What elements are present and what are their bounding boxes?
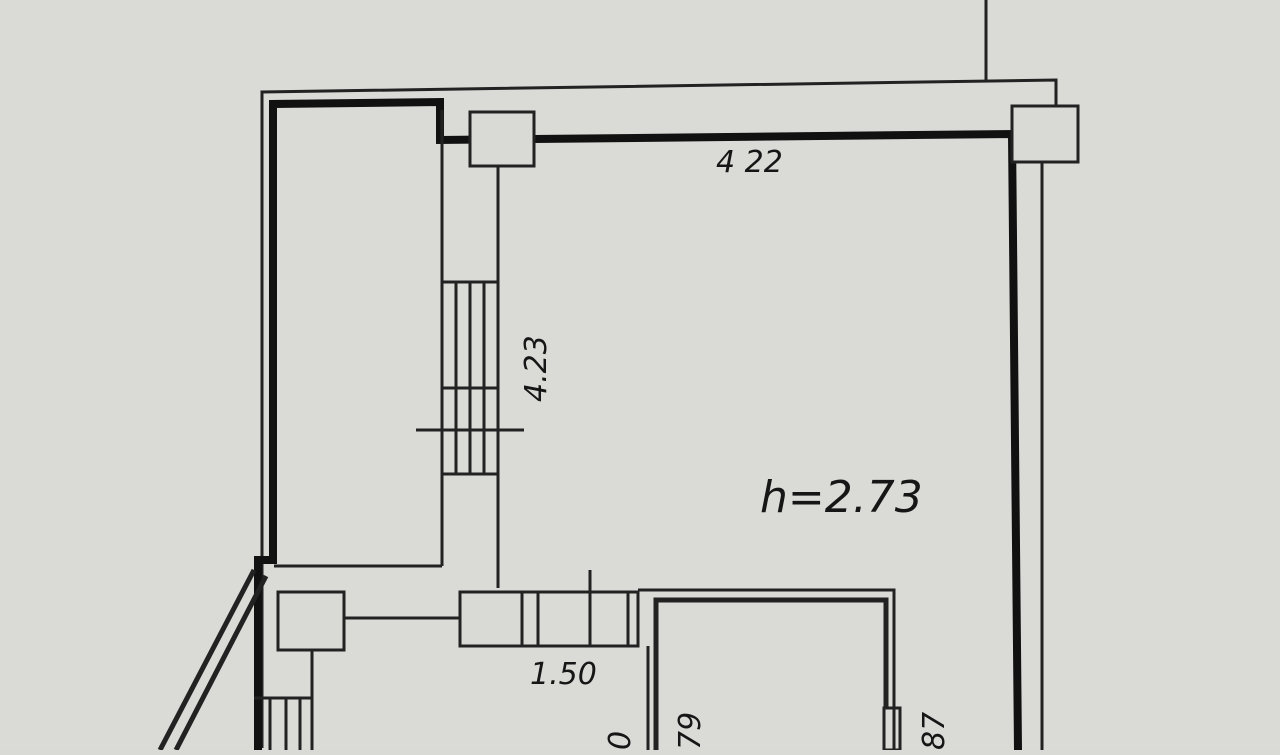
column-block-mid [458,590,524,648]
wall-length-label: 4.23 [519,335,554,402]
partial-label-right: 87 [917,712,952,750]
lower-hatch [254,696,312,750]
door-opening [520,590,640,648]
ceiling-height-label: h=2.73 [760,472,923,523]
partial-label-mid: 79 [673,712,708,750]
width-label: 4 22 [716,145,783,180]
bath-inner [653,597,889,750]
column-block-right [1010,104,1080,164]
window-hatch [416,280,524,476]
diagonal-wall-inner [173,574,269,752]
door-width-label: 1.50 [530,657,597,692]
diagonal-wall-outer [157,568,257,752]
column-block-top [468,110,536,168]
inner-wall-thick [254,97,1022,751]
bath-outer [638,588,896,750]
outer-wall-top-thin [260,78,1058,748]
partial-label-left: 0 [603,731,638,750]
column-block-left [276,590,346,652]
